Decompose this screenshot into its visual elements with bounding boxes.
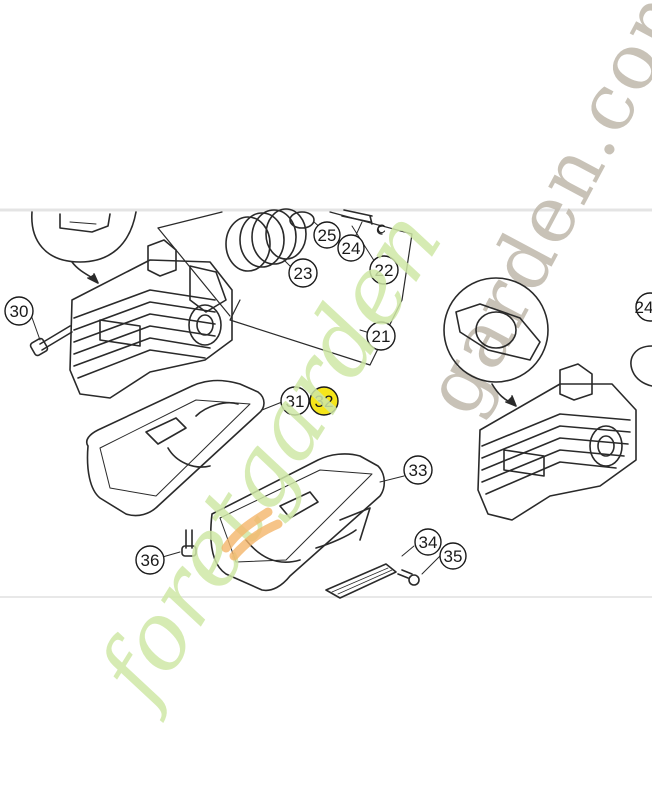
svg-text:22: 22 xyxy=(375,261,394,280)
callout-24: 24 xyxy=(337,234,365,262)
callout-21: 21 xyxy=(366,321,396,351)
svg-text:35: 35 xyxy=(444,547,463,566)
cylinder-right xyxy=(477,363,637,521)
parts xyxy=(29,208,652,599)
watermark-green-text: foretgarden xyxy=(75,192,463,725)
watermark-orange-accent xyxy=(221,507,283,561)
watermark-gray-text: garden.com xyxy=(407,0,652,429)
svg-text:23: 23 xyxy=(294,264,313,283)
svg-text:30: 30 xyxy=(10,302,29,321)
svg-text:33: 33 xyxy=(409,461,428,480)
callout-30: 30 xyxy=(4,296,34,326)
callout-36: 36 xyxy=(135,545,165,575)
svg-text:25: 25 xyxy=(318,226,337,245)
svg-text:24: 24 xyxy=(635,298,652,317)
small-letter-c: C xyxy=(377,222,386,236)
bolt-30 xyxy=(29,325,73,357)
spark-screen-34 xyxy=(325,563,397,599)
callout-34: 34 xyxy=(414,528,442,556)
cylinder-left xyxy=(69,239,233,399)
svg-text:34: 34 xyxy=(419,533,438,552)
callout-33: 33 xyxy=(403,455,433,485)
screw-35 xyxy=(397,569,420,586)
watermark-green: foretgarden xyxy=(75,192,463,725)
screw-36 xyxy=(181,529,197,557)
svg-text:36: 36 xyxy=(141,551,160,570)
o-ring-right xyxy=(630,345,652,387)
detail-zoom-circle-left xyxy=(31,211,137,263)
gasket-31 xyxy=(85,379,265,517)
o-ring-1 xyxy=(225,216,271,272)
piston-pin xyxy=(289,211,315,229)
svg-text:21: 21 xyxy=(372,327,391,346)
callout-32: 32 xyxy=(309,386,339,416)
callout-24-right: 24 xyxy=(635,292,652,322)
callouts: 30 25 24 23 22 21 31 32 xyxy=(4,221,652,575)
svg-text:31: 31 xyxy=(286,392,305,411)
callout-25: 25 xyxy=(313,221,341,249)
callout-23: 23 xyxy=(288,258,318,288)
heat-shield-33 xyxy=(209,453,386,592)
svg-text:24: 24 xyxy=(342,239,361,258)
watermark-gray: garden.com xyxy=(407,0,652,429)
callout-31: 31 xyxy=(280,386,310,416)
callout-35: 35 xyxy=(439,542,467,570)
callout-22: 22 xyxy=(369,255,399,285)
detail-zoom-circle-right xyxy=(443,277,549,407)
svg-text:32: 32 xyxy=(315,392,334,411)
